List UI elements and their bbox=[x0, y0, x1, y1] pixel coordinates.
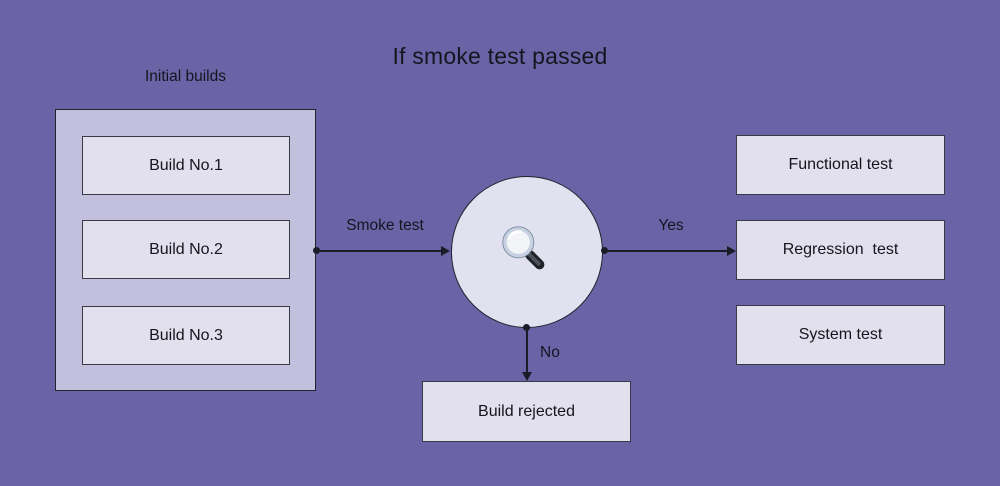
arrowhead-icon bbox=[441, 246, 450, 256]
edge-label-no: No bbox=[540, 344, 560, 361]
magnifier-icon bbox=[502, 226, 545, 270]
node-build-3-label: Build No.3 bbox=[149, 326, 223, 344]
edge-label-yes: Yes bbox=[658, 217, 684, 234]
node-system-test: System test bbox=[736, 305, 945, 365]
node-build-1: Build No.1 bbox=[82, 136, 290, 195]
arrowhead-icon bbox=[727, 246, 736, 256]
diagram-title: If smoke test passed bbox=[392, 43, 608, 69]
connector-smoke-test bbox=[317, 250, 441, 252]
node-regression-test: Regression test bbox=[736, 220, 945, 280]
connector-yes bbox=[604, 250, 727, 252]
node-build-1-label: Build No.1 bbox=[149, 156, 223, 174]
initial-builds-label: Initial builds bbox=[145, 68, 226, 85]
arrowhead-icon bbox=[522, 372, 532, 381]
node-functional-test-label: Functional test bbox=[788, 156, 893, 173]
node-build-rejected-label: Build rejected bbox=[478, 402, 575, 420]
node-regression-test-label: Regression test bbox=[782, 241, 899, 258]
node-build-2: Build No.2 bbox=[82, 220, 290, 279]
node-functional-test: Functional test bbox=[736, 135, 945, 195]
node-build-rejected: Build rejected bbox=[422, 381, 631, 442]
edge-label-smoke-test: Smoke test bbox=[346, 217, 424, 234]
decision-node bbox=[451, 176, 603, 328]
connector-no bbox=[526, 327, 528, 372]
node-build-2-label: Build No.2 bbox=[149, 240, 223, 258]
node-build-3: Build No.3 bbox=[82, 306, 290, 365]
connector-dot bbox=[313, 247, 320, 254]
node-system-test-label: System test bbox=[798, 326, 883, 343]
